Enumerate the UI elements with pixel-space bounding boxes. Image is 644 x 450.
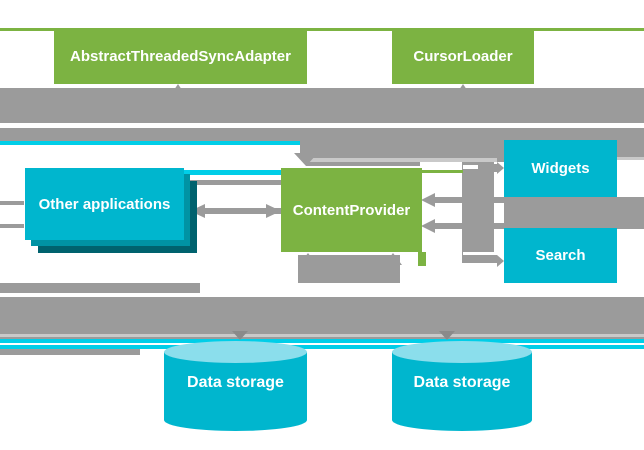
band-upper-light-gap-b xyxy=(617,157,644,160)
band-upper-cyan-edge xyxy=(0,141,306,145)
arrow-band-upper-right-a xyxy=(420,141,504,162)
node-widgets: Widgets xyxy=(504,140,617,197)
elbow-white-gap-bottom xyxy=(463,252,504,255)
band-lower-white-sep xyxy=(0,343,644,345)
elbow-column-right xyxy=(462,162,494,262)
gap-gray-line xyxy=(190,180,282,185)
arrowhead-left-cp-lower xyxy=(421,219,435,233)
band-lower-cyan-edge-b xyxy=(0,345,644,349)
arrow-band-lower xyxy=(0,297,644,341)
node-sync-adapter: AbstractThreadedSyncAdapter xyxy=(54,28,307,84)
band-lower-light-gap xyxy=(0,334,644,337)
band-lower-left-ext xyxy=(0,349,140,355)
node-other-applications-label: Other applications xyxy=(38,195,171,213)
widgets-arrow-stub xyxy=(478,164,497,172)
cp-green-stub-line xyxy=(422,170,463,173)
node-cursor-loader-label: CursorLoader xyxy=(413,47,513,65)
cylinder-body xyxy=(392,352,532,420)
arrowhead-up-cp-right xyxy=(384,253,402,265)
node-data-storage-right-label: Data storage xyxy=(413,374,511,391)
band-lower-white-gap xyxy=(0,293,644,297)
band-upper-white-gap xyxy=(0,123,644,128)
node-content-provider: ContentProvider xyxy=(281,168,422,252)
arrowhead-up-cp-left xyxy=(299,253,317,265)
band-lower-cyan-edge-a xyxy=(0,339,644,343)
cylinder-top xyxy=(392,341,532,363)
arrowhead-right-search xyxy=(497,255,504,267)
cylinder-body xyxy=(164,352,307,420)
cylinder-bottom xyxy=(164,409,307,431)
node-search: Search xyxy=(504,228,617,283)
cp-green-tail xyxy=(418,252,426,266)
gap-cyan-line xyxy=(180,170,282,175)
node-widgets-label: Widgets xyxy=(531,160,590,177)
node-other-applications: Other applications xyxy=(25,168,184,240)
left-edge-line-upper xyxy=(0,201,24,205)
bidirectional-arrow-shaft xyxy=(200,208,281,214)
node-cursor-loader: CursorLoader xyxy=(392,28,534,84)
ws-band-fill xyxy=(504,197,644,229)
arrow-band-upper-right-b xyxy=(617,141,644,158)
arrow-band-upper xyxy=(0,88,644,141)
arrow-band-lower-topstrip xyxy=(0,283,200,293)
node-data-storage-right: Data storage xyxy=(392,341,532,431)
node-search-label: Search xyxy=(535,247,586,264)
node-data-storage-left-label: Data storage xyxy=(187,374,284,391)
search-arrow-stub xyxy=(462,255,497,263)
arrow-down-cp-shaft xyxy=(300,141,312,153)
node-sync-adapter-label: AbstractThreadedSyncAdapter xyxy=(70,47,291,65)
arrowhead-right-widgets xyxy=(497,162,504,174)
band-upper-light-gap-a xyxy=(306,158,497,162)
node-content-provider-label: ContentProvider xyxy=(292,201,411,219)
arrow-band-upper-mid-column xyxy=(306,141,420,166)
arrowhead-left-cp-upper xyxy=(421,193,435,207)
cylinder-top xyxy=(164,341,307,363)
top-green-line xyxy=(0,28,644,31)
arrowhead-down-contentprovider xyxy=(294,153,318,166)
arrowhead-down-storage-right xyxy=(439,331,455,340)
left-edge-line-lower xyxy=(0,224,24,228)
arrowhead-up-syncadapter xyxy=(170,84,186,96)
arrowhead-up-cursorloader xyxy=(455,84,471,96)
cylinder-bottom xyxy=(392,409,532,431)
node-data-storage-left: Data storage xyxy=(164,341,307,431)
arrowhead-right-contentprovider xyxy=(266,204,281,218)
arrowhead-down-storage-left xyxy=(232,331,248,340)
